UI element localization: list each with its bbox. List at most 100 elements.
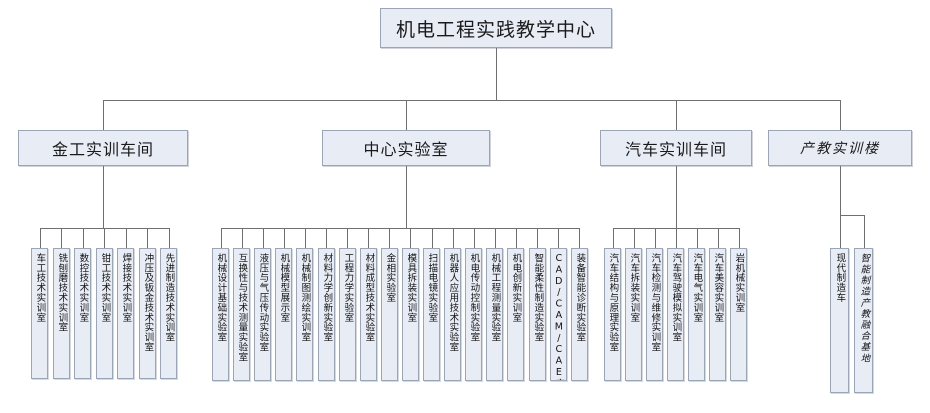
leaf-node-label: 数控技术实训室: [77, 253, 89, 323]
leaf-node-label: 材料力学创新实验室: [321, 253, 333, 343]
connector-line: [221, 228, 222, 248]
connector-line: [840, 215, 841, 248]
leaf-node-label: 汽车美容实训室: [712, 253, 724, 323]
leaf-node-label: 铣刨磨技术实训室: [56, 253, 68, 333]
connector-line: [242, 228, 243, 248]
leaf-node[interactable]: 冲压及钣金技术实训室: [139, 248, 156, 379]
connector-line: [263, 228, 264, 248]
leaf-node[interactable]: 现代制造车: [830, 248, 849, 393]
connector-line: [368, 228, 369, 248]
connector-line: [516, 228, 517, 248]
leaf-node-label: 焊接技术实训室: [120, 253, 132, 323]
connector-line: [406, 166, 407, 228]
connector-line: [147, 228, 148, 248]
leaf-node[interactable]: 机械设计基础实验室: [212, 248, 229, 381]
connector-line: [389, 228, 390, 248]
connector-line: [126, 228, 127, 248]
leaf-node-label: 金相实验室: [384, 253, 396, 303]
connector-line: [676, 166, 677, 228]
leaf-node-label: 互换性与技术测量实验室: [236, 253, 248, 362]
connector-line: [840, 100, 841, 130]
connector-line: [453, 228, 454, 248]
leaf-node[interactable]: 先进制造技术实训室: [160, 248, 177, 379]
leaf-node-label: CAD/CAM/CAE实训室: [553, 253, 565, 381]
connector-line: [579, 228, 580, 248]
leaf-node[interactable]: 车工技术实训室: [31, 248, 48, 379]
leaf-node[interactable]: 智能柔性制造实验室: [529, 248, 546, 381]
leaf-node-label: 车工技术实训室: [34, 253, 46, 323]
leaf-node-label: 机械设计基础实验室: [215, 253, 227, 343]
leaf-node-label: 机电传动控制实验室: [468, 253, 480, 343]
leaf-node[interactable]: 材料成型技术实验室: [360, 248, 377, 381]
leaf-node[interactable]: 铣刨磨技术实训室: [53, 248, 70, 379]
department-node-4[interactable]: 产教实训楼: [768, 130, 912, 166]
leaf-node[interactable]: 机器人应用技术实验室: [444, 248, 461, 381]
leaf-node-label: 机电创新实训室: [510, 253, 522, 323]
leaf-node-label: 汽车驾驶模拟实训室: [670, 253, 682, 343]
connector-line: [739, 228, 740, 248]
leaf-node-label: 材料成型技术实验室: [363, 253, 375, 343]
leaf-node[interactable]: 材料力学创新实验室: [318, 248, 335, 381]
connector-line: [655, 228, 656, 248]
leaf-node[interactable]: 金相实验室: [381, 248, 398, 381]
leaf-node-label: 现代制造车: [834, 253, 846, 303]
connector-line: [432, 228, 433, 248]
connector-line: [676, 228, 677, 248]
leaf-node[interactable]: 机电创新实训室: [507, 248, 524, 381]
connector-line: [40, 228, 41, 248]
leaf-node-label: 机械工程测量实验室: [489, 253, 501, 343]
leaf-node[interactable]: 汽车检测与维修实训室: [646, 248, 663, 381]
leaf-node-label: 智能柔性制造实验室: [532, 253, 544, 343]
leaf-node[interactable]: 汽车结构与原理实验室: [604, 248, 621, 381]
leaf-node[interactable]: 机械工程测量实验室: [486, 248, 503, 381]
connector-line: [558, 228, 559, 248]
leaf-node[interactable]: 液压与气压传动实验室: [254, 248, 271, 381]
connector-line: [305, 228, 306, 248]
leaf-node-label: 机械制图测绘实训室: [299, 253, 311, 343]
leaf-node-label: 汽车检测与维修实训室: [649, 253, 661, 352]
connector-line: [676, 100, 677, 130]
department-node-2[interactable]: 中心实验室: [322, 130, 490, 166]
leaf-node-label: 机械模型展示室: [278, 253, 290, 323]
connector-line: [284, 228, 285, 248]
leaf-node-label: 扫描电镜实验室: [426, 253, 438, 323]
leaf-node[interactable]: 数控技术实训室: [74, 248, 91, 379]
leaf-node[interactable]: 机械模型展示室: [275, 248, 292, 381]
leaf-node[interactable]: 汽车驾驶模拟实训室: [667, 248, 684, 381]
leaf-node[interactable]: 装备智能诊断实验室: [571, 248, 588, 381]
connector-line: [61, 228, 62, 248]
leaf-node-label: 智能制造产教融合基地: [858, 253, 870, 364]
leaf-node[interactable]: 互换性与技术测量实验室: [233, 248, 250, 381]
leaf-node[interactable]: 钳工技术实训室: [96, 248, 113, 379]
leaf-node-label: 汽车拆装实训室: [628, 253, 640, 323]
connector-line: [840, 166, 841, 215]
leaf-node[interactable]: 焊接技术实训室: [117, 248, 134, 379]
root-node[interactable]: 机电工程实践教学中心: [380, 8, 612, 48]
connector-line: [83, 228, 84, 248]
leaf-node[interactable]: 工程力学实验室: [339, 248, 356, 381]
leaf-node-label: 冲压及钣金技术实训室: [142, 253, 154, 352]
leaf-node-label: 装备智能诊断实验室: [574, 253, 586, 343]
connector-line: [697, 228, 698, 248]
department-node-3[interactable]: 汽车实训车间: [600, 130, 752, 166]
leaf-node[interactable]: 汽车电气实训室: [688, 248, 705, 381]
connector-line: [474, 228, 475, 248]
leaf-node[interactable]: 汽车拆装实训室: [625, 248, 642, 381]
leaf-node[interactable]: 智能制造产教融合基地: [854, 248, 873, 393]
connector-line: [718, 228, 719, 248]
leaf-node[interactable]: 岩机械实训室: [730, 248, 747, 381]
connector-line: [103, 100, 104, 130]
connector-line: [221, 228, 579, 229]
connector-line: [840, 215, 864, 216]
leaf-node[interactable]: 机械制图测绘实训室: [296, 248, 313, 381]
leaf-node[interactable]: CAD/CAM/CAE实训室: [550, 248, 567, 381]
leaf-node[interactable]: 汽车美容实训室: [709, 248, 726, 381]
leaf-node[interactable]: 机电传动控制实验室: [465, 248, 482, 381]
department-node-1[interactable]: 金工实训车间: [18, 130, 188, 166]
leaf-node-label: 模具拆装实训室: [405, 253, 417, 323]
connector-line: [103, 166, 104, 228]
leaf-node[interactable]: 扫描电镜实验室: [423, 248, 440, 381]
leaf-node[interactable]: 模具拆装实训室: [402, 248, 419, 381]
connector-line: [169, 228, 170, 248]
